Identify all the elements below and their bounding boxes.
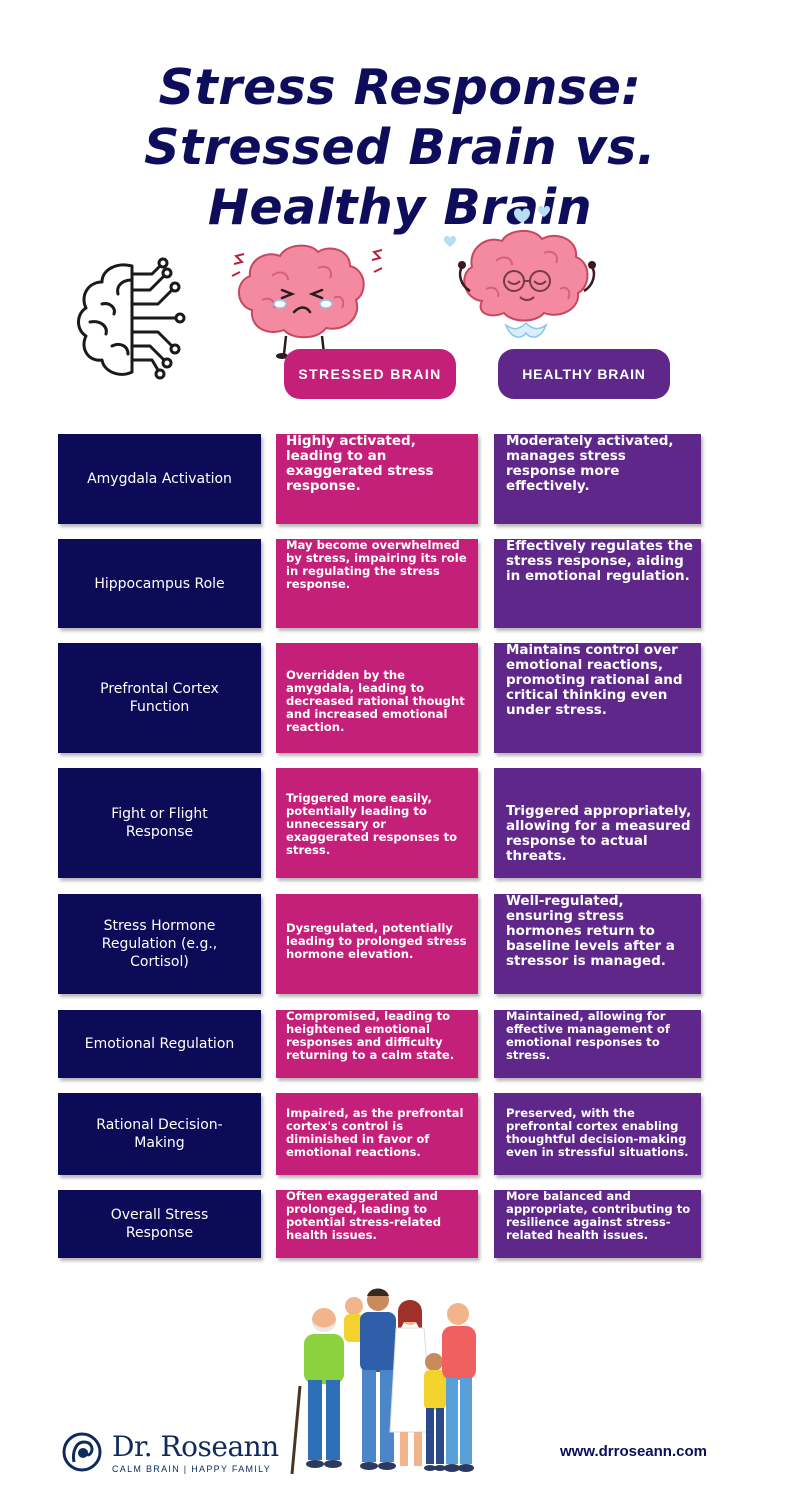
row-label: Emotional Regulation [58, 1010, 261, 1078]
page-title: Stress Response: Stressed Brain vs. Heal… [144, 59, 656, 236]
dr-roseann-logo[interactable]: Dr. Roseann CALM BRAIN | HAPPY FAMILY [62, 1430, 292, 1476]
healthy-brain-header: HEALTHY BRAIN [498, 349, 670, 399]
circuit-brain-icon [77, 257, 186, 380]
logo-name: Dr. Roseann [112, 1430, 279, 1463]
healthy-cell: Maintains control over emotional reactio… [494, 643, 701, 753]
stressed-cell: Triggered more easily, potentially leadi… [276, 768, 478, 878]
logo-mark-icon [62, 1432, 102, 1472]
row-label: Amygdala Activation [58, 434, 261, 524]
row-label: Hippocampus Role [58, 539, 261, 628]
healthy-cell: Well-regulated, ensuring stress hormones… [494, 894, 701, 994]
healthy-cell: Effectively regulates the stress respons… [494, 539, 701, 628]
row-label: Overall Stress Response [58, 1190, 261, 1258]
stressed-cell: Overridden by the amygdala, leading to d… [276, 643, 478, 753]
stressed-cell: Compromised, leading to heightened emoti… [276, 1010, 478, 1078]
stressed-cell: Highly activated, leading to an exaggera… [276, 434, 478, 524]
healthy-cell: Triggered appropriately, allowing for a … [494, 768, 701, 878]
stressed-cell: May become overwhelmed by stress, impair… [276, 539, 478, 628]
stressed-brain-header: STRESSED BRAIN [284, 349, 456, 399]
healthy-cell: Preserved, with the prefrontal cortex en… [494, 1093, 701, 1175]
healthy-cell: Moderately activated, manages stress res… [494, 434, 701, 524]
row-label: Rational Decision-Making [58, 1093, 261, 1175]
stressed-cell: Dysregulated, potentially leading to pro… [276, 894, 478, 994]
row-label: Fight or Flight Response [58, 768, 261, 878]
row-label: Stress Hormone Regulation (e.g., Cortiso… [58, 894, 261, 994]
row-label: Prefrontal Cortex Function [58, 643, 261, 753]
stressed-cell: Often exaggerated and prolonged, leading… [276, 1190, 478, 1258]
website-link[interactable]: www.drroseann.com [560, 1443, 707, 1460]
stressed-cell: Impaired, as the prefrontal cortex's con… [276, 1093, 478, 1175]
healthy-cell: More balanced and appropriate, contribut… [494, 1190, 701, 1258]
stressed-brain-illustration [231, 244, 383, 359]
family-illustration [290, 1288, 476, 1475]
healthy-brain-illustration [444, 206, 596, 338]
logo-tagline: CALM BRAIN | HAPPY FAMILY [112, 1464, 272, 1474]
healthy-cell: Maintained, allowing for effective manag… [494, 1010, 701, 1078]
